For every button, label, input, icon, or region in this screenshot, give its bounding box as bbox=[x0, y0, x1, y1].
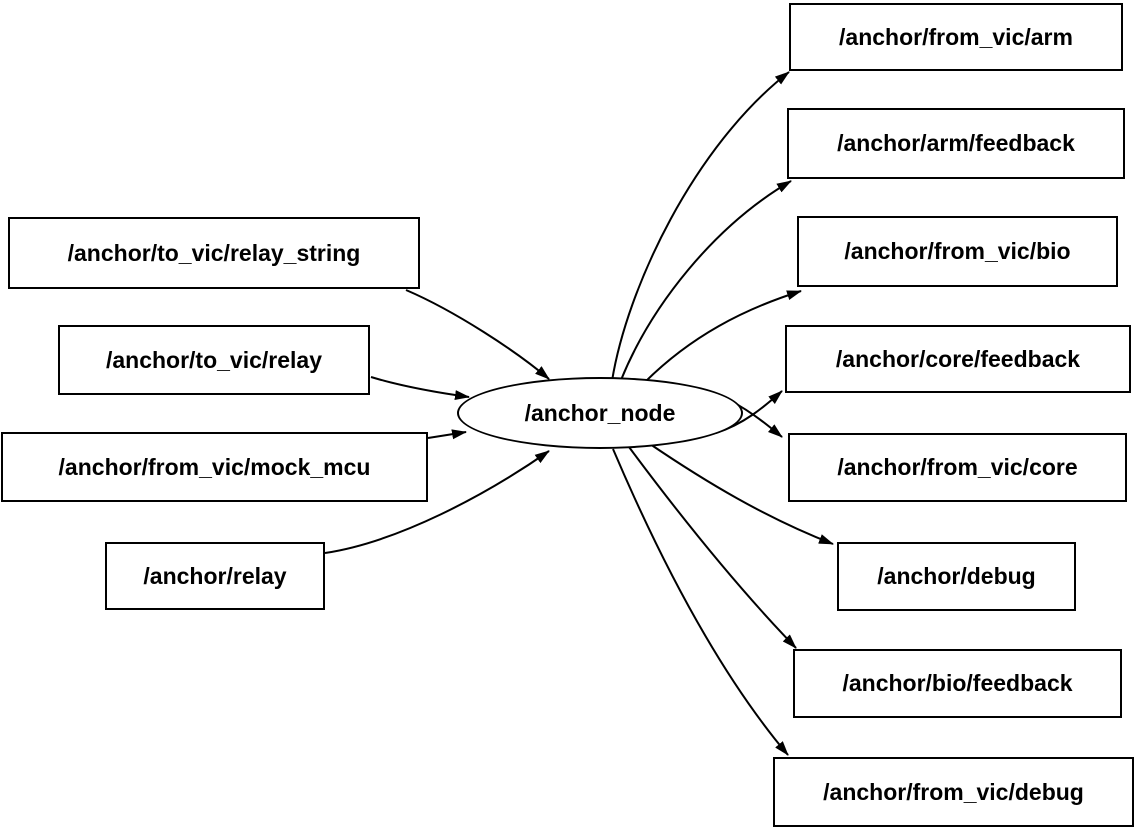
node-label: /anchor/to_vic/relay_string bbox=[67, 239, 361, 266]
edge-anchor-node-to-from-vic-bio bbox=[643, 290, 802, 384]
edge-anchor-node-to-bio-feedback bbox=[628, 446, 797, 649]
node-label: /anchor/arm/feedback bbox=[837, 130, 1075, 156]
node-label: /anchor/from_vic/core bbox=[837, 454, 1078, 480]
node-anchor-from-vic-core[interactable]: /anchor/from_vic/core bbox=[788, 433, 1127, 502]
edge-anchor-node-to-anchor-debug bbox=[649, 443, 834, 545]
node-label: /anchor/debug bbox=[877, 563, 1036, 589]
node-anchor-bio-feedback[interactable]: /anchor/bio/feedback bbox=[793, 649, 1122, 718]
edge-to-vic-relay-to-anchor-node bbox=[370, 376, 470, 401]
edge-anchor-node-to-from-vic-arm bbox=[611, 71, 790, 382]
node-label: /anchor/core/feedback bbox=[835, 345, 1081, 372]
edge-anchor-relay-to-anchor-node bbox=[324, 450, 550, 554]
node-anchor-core-feedback[interactable]: /anchor/core/feedback bbox=[785, 325, 1131, 393]
node-anchor-node[interactable]: /anchor_node bbox=[457, 377, 743, 449]
node-anchor-debug[interactable]: /anchor/debug bbox=[837, 542, 1076, 611]
node-anchor-from-vic-debug[interactable]: /anchor/from_vic/debug bbox=[773, 757, 1134, 827]
edge-anchor-node-to-from-vic-debug bbox=[612, 448, 789, 756]
node-label: /anchor/from_vic/mock_mcu bbox=[58, 453, 371, 480]
node-anchor-from-vic-arm[interactable]: /anchor/from_vic/arm bbox=[789, 3, 1123, 71]
node-label: /anchor/relay bbox=[143, 562, 287, 589]
edge-from-vic-mock-mcu-to-anchor-node bbox=[427, 429, 467, 440]
node-anchor-from-vic-mock-mcu[interactable]: /anchor/from_vic/mock_mcu bbox=[1, 432, 428, 502]
node-label: /anchor_node bbox=[524, 399, 676, 426]
node-anchor-to-vic-relay[interactable]: /anchor/to_vic/relay bbox=[58, 325, 370, 395]
node-label: /anchor/from_vic/bio bbox=[844, 238, 1071, 264]
edge-anchor-node-to-arm-feedback bbox=[620, 180, 792, 381]
node-label: /anchor/from_vic/arm bbox=[839, 23, 1073, 50]
node-anchor-relay[interactable]: /anchor/relay bbox=[105, 542, 325, 610]
node-anchor-arm-feedback[interactable]: /anchor/arm/feedback bbox=[787, 108, 1125, 179]
node-label: /anchor/bio/feedback bbox=[842, 670, 1073, 696]
edge-to-vic-relay-string-to-anchor-node bbox=[405, 289, 550, 380]
node-label: /anchor/to_vic/relay bbox=[105, 346, 323, 373]
node-anchor-from-vic-bio[interactable]: /anchor/from_vic/bio bbox=[797, 216, 1118, 287]
node-label: /anchor/from_vic/debug bbox=[823, 778, 1084, 805]
node-anchor-to-vic-relay-string[interactable]: /anchor/to_vic/relay_string bbox=[8, 217, 420, 289]
